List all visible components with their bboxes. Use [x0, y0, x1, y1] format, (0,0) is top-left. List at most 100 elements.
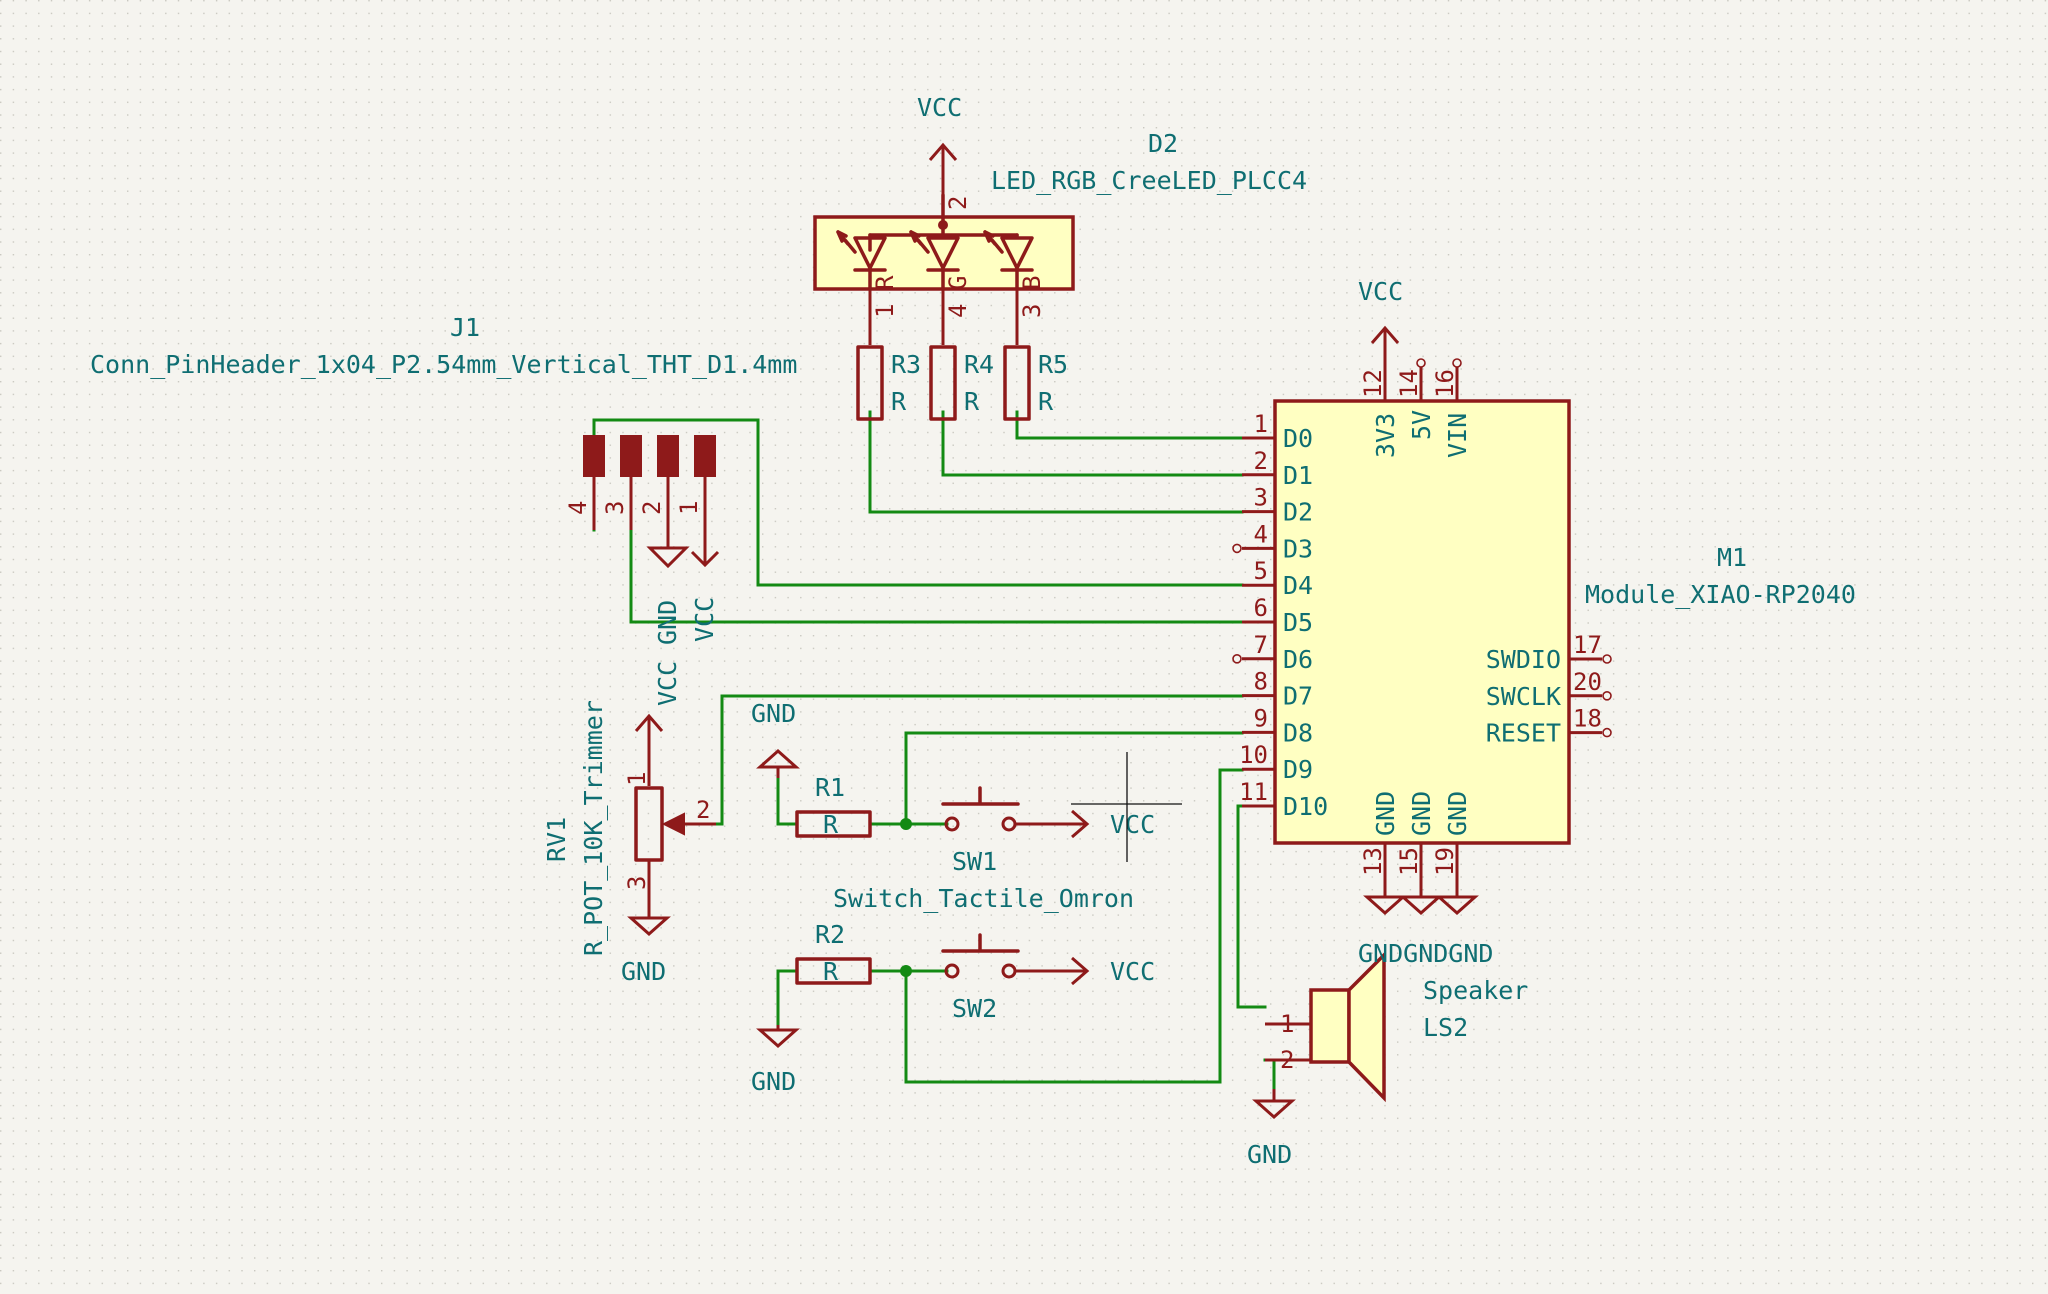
- vcc-m1-label: VCC: [1358, 277, 1403, 306]
- wire-ls2-d10[interactable]: [1236, 804, 1267, 1009]
- wire-r2-gnd[interactable]: [776, 969, 797, 1027]
- m1-pin-num-1: 1: [1254, 410, 1268, 438]
- power-gnd-sw2[interactable]: GND: [751, 1025, 800, 1096]
- j1-label-vcc-1: VCC: [653, 661, 682, 706]
- m1-body: [1273, 399, 1571, 845]
- m1-pin-name-d8: D8: [1283, 718, 1313, 747]
- j1-pad-3: [620, 435, 642, 477]
- wire-r4-d1[interactable]: [941, 410, 1244, 477]
- vcc-sw2-label: VCC: [1110, 957, 1155, 986]
- potentiometer-rv1[interactable]: 1 2 3 VCC RV1 R_POT_10K_Trimmer GND: [542, 700, 716, 986]
- m1-pin-name-d1: D1: [1283, 461, 1313, 490]
- m1-pin-name-d3: D3: [1283, 534, 1313, 563]
- ls2-cone: [1347, 950, 1386, 1103]
- resistor-r2[interactable]: R R2: [795, 920, 872, 986]
- m1-pin-name-gnd-15: GND: [1407, 791, 1436, 836]
- ls2-value: Speaker: [1423, 976, 1528, 1005]
- resistor-r1[interactable]: R R1: [795, 773, 872, 839]
- m1-pin-num-9: 9: [1254, 704, 1268, 732]
- rv1-pin-2: 2: [696, 796, 710, 824]
- m1-nc-swclk: [1602, 690, 1612, 701]
- d2-pin-2: 2: [944, 196, 972, 210]
- ls2-pin-1: 1: [1280, 1010, 1294, 1038]
- m1-pin-name-d10: D10: [1283, 792, 1328, 821]
- m1-pin-name-3v3: 3V3: [1371, 413, 1400, 458]
- m1-pin-num-3: 3: [1254, 484, 1268, 512]
- power-gnd-sw1[interactable]: GND: [751, 699, 800, 778]
- j1-label-gnd: GND: [653, 600, 682, 645]
- m1-reference: M1: [1717, 543, 1747, 572]
- d2-pin-1: 1: [871, 304, 899, 318]
- m1-value: Module_XIAO-RP2040: [1585, 580, 1856, 609]
- j1-pad-1: [694, 435, 716, 477]
- m1-nc-d6: [1232, 653, 1242, 664]
- sw1-reference: SW1: [952, 847, 997, 876]
- m1-pin-num-6: 6: [1254, 594, 1268, 622]
- m1-pin-name-d0: D0: [1283, 424, 1313, 453]
- switch-sw1[interactable]: VCC SW1 Switch_Tactile_Omron: [833, 786, 1155, 913]
- d2-rgb-led[interactable]: 2 1 4 3 R G B D2 LED_RGB_CreeLED_PLCC4: [813, 129, 1307, 345]
- rv1-reference: RV1: [542, 817, 571, 862]
- m1-nc-5v: [1416, 358, 1426, 368]
- j1-value: Conn_PinHeader_1x04_P2.54mm_Vertical_THT…: [90, 350, 797, 379]
- speaker-ls2[interactable]: 1 2 Speaker LS2: [1265, 950, 1528, 1103]
- d2-pin-4: 4: [944, 304, 972, 318]
- power-gnd-ls2[interactable]: GND: [1247, 1089, 1296, 1169]
- m1-pin-name-d4: D4: [1283, 571, 1313, 600]
- rv1-pin-3: 3: [623, 876, 651, 890]
- d2-value: LED_RGB_CreeLED_PLCC4: [991, 166, 1307, 195]
- ls2-pin-2: 2: [1280, 1046, 1294, 1074]
- gnd-sw1-label: GND: [751, 699, 796, 728]
- m1-pin-num-5: 5: [1254, 557, 1268, 585]
- wire-r1-gnd[interactable]: [776, 776, 797, 826]
- m1-pin-name-5v: 5V: [1407, 410, 1436, 440]
- m1-nc-vin: [1452, 358, 1462, 368]
- m1-pin-num-14: 14: [1395, 369, 1423, 398]
- power-vcc-d2[interactable]: VCC: [917, 93, 962, 195]
- sw2-reference: SW2: [952, 994, 997, 1023]
- m1-pin-num-20: 20: [1573, 668, 1602, 696]
- junction-sw2: [900, 965, 912, 977]
- m1-pin-num-17: 17: [1573, 631, 1602, 659]
- m1-nc-reset: [1602, 727, 1612, 738]
- power-gnd-m1[interactable]: GNDGNDGND: [1358, 895, 1493, 968]
- d2-led-green: [909, 230, 960, 291]
- wire-j1p3-d5[interactable]: [629, 528, 1244, 624]
- switch-sw2[interactable]: VCC SW2: [941, 933, 1155, 1023]
- wire-sw2-d9[interactable]: [904, 768, 1244, 1084]
- d2-color-g: G: [944, 276, 972, 290]
- m1-pin-name-gnd-13: GND: [1371, 791, 1400, 836]
- resistor-r5[interactable]: R5 R: [1003, 345, 1068, 421]
- m1-pin-num-11: 11: [1239, 778, 1268, 806]
- m1-nc-swdio: [1602, 654, 1612, 664]
- m1-nc-d3: [1232, 543, 1242, 554]
- m1-pin-name-d2: D2: [1283, 498, 1313, 527]
- m1-pin-name-swdio: SWDIO: [1486, 645, 1561, 674]
- m1-pin-num-4: 4: [1254, 520, 1268, 548]
- rv1-pin-1: 1: [623, 772, 651, 786]
- power-vcc-m1[interactable]: VCC: [1358, 277, 1403, 367]
- m1-pin-name-gnd-19: GND: [1443, 791, 1472, 836]
- cursor-crosshair: [1071, 752, 1182, 862]
- m1-pin-name-d7: D7: [1283, 682, 1313, 711]
- m1-pin-name-swclk: SWCLK: [1486, 682, 1561, 711]
- ls2-reference: LS2: [1423, 1013, 1468, 1042]
- rv1-wiper-arrow: [661, 812, 685, 836]
- rv1-vcc-arrow: [634, 713, 664, 786]
- ls2-magnet: [1309, 988, 1351, 1064]
- resistor-r3[interactable]: R3 R: [856, 345, 921, 421]
- j1-gnd-symbol: [646, 546, 690, 569]
- m1-pin-num-18: 18: [1573, 705, 1602, 733]
- j1-pin-2: 2: [638, 501, 666, 515]
- resistor-r4[interactable]: R4 R: [929, 345, 994, 421]
- r2-reference: R2: [815, 920, 845, 949]
- wire-r3-d2[interactable]: [868, 410, 1244, 514]
- j1-pad-4: [583, 435, 605, 477]
- rv1-value: R_POT_10K_Trimmer: [579, 700, 608, 956]
- wire-sw1-d8[interactable]: [904, 731, 1244, 826]
- m1-pin-num-16: 16: [1431, 369, 1459, 398]
- connector-j1[interactable]: 4 3 2 1 VCC GND VCC J1 Conn_PinHeader_1x…: [90, 313, 797, 706]
- d2-color-r: R: [871, 275, 899, 290]
